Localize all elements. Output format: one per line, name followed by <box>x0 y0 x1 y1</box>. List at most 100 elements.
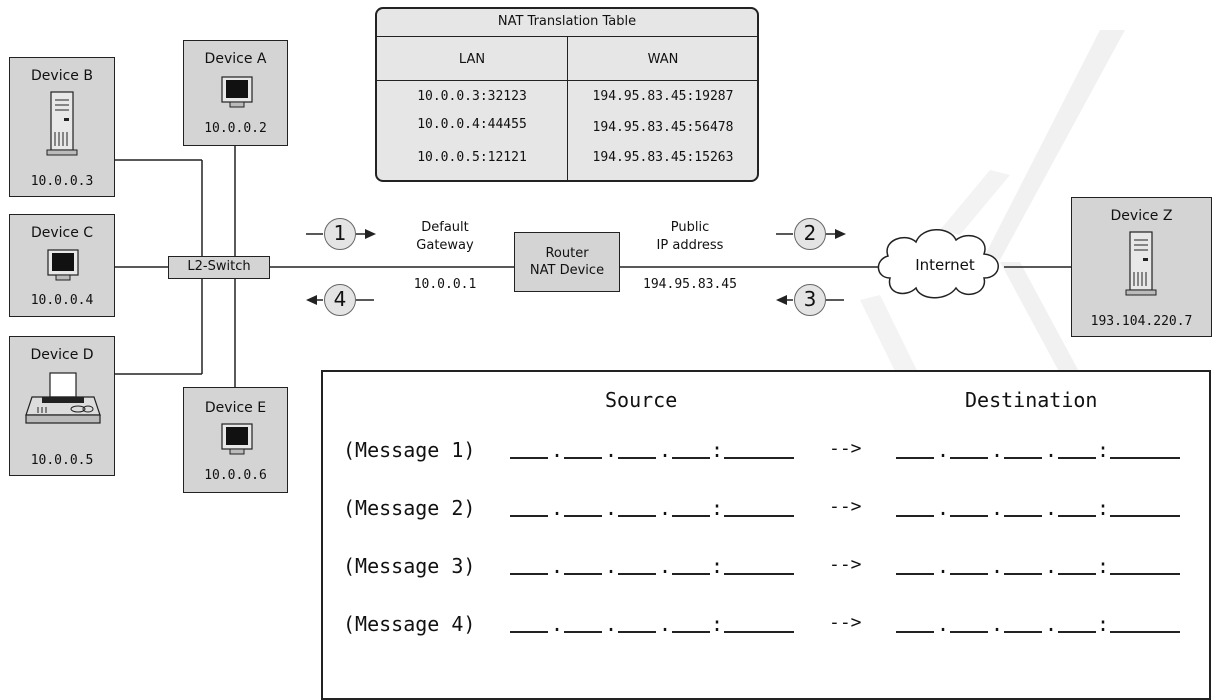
server-icon <box>46 91 78 156</box>
printer-icon <box>25 372 101 424</box>
step-4-badge: 4 <box>324 284 356 316</box>
nat-cell-lan: 10.0.0.3:32123 <box>417 89 527 104</box>
source-octet-4-blank[interactable] <box>672 573 710 575</box>
source-header: Source <box>605 388 678 412</box>
nat-header-lan: LAN <box>458 52 486 67</box>
dot-separator: . <box>659 438 672 462</box>
arrow-text: --> <box>829 612 862 633</box>
source-octet-1-blank[interactable] <box>510 515 548 517</box>
device-b: Device B 10.0.0.3 <box>9 57 115 197</box>
colon-separator: : <box>1097 612 1110 636</box>
source-port-blank[interactable] <box>724 515 794 517</box>
dot-separator: . <box>605 612 618 636</box>
source-octet-3-blank[interactable] <box>618 515 656 517</box>
source-octet-2-blank[interactable] <box>564 573 602 575</box>
router-label-2: NAT Device <box>529 263 605 278</box>
source-port-blank[interactable] <box>724 631 794 633</box>
device-c: Device C 10.0.0.4 <box>9 214 115 317</box>
colon-separator: : <box>711 438 724 462</box>
colon-separator: : <box>1097 496 1110 520</box>
device-e-ip: 10.0.0.6 <box>204 468 267 483</box>
destination-port-blank[interactable] <box>1110 515 1180 517</box>
dot-separator: . <box>1045 496 1058 520</box>
dot-separator: . <box>937 438 950 462</box>
destination-port-blank[interactable] <box>1110 631 1180 633</box>
step-3-badge: 3 <box>794 284 826 316</box>
destination-octet-1-blank[interactable] <box>896 573 934 575</box>
colon-separator: : <box>1097 554 1110 578</box>
dot-separator: . <box>659 496 672 520</box>
public-label-1: Public <box>670 220 710 235</box>
destination-octet-1-blank[interactable] <box>896 457 934 459</box>
destination-port-blank[interactable] <box>1110 457 1180 459</box>
dot-separator: . <box>1045 438 1058 462</box>
source-octet-1-blank[interactable] <box>510 631 548 633</box>
destination-octet-3-blank[interactable] <box>1004 573 1042 575</box>
destination-octet-2-blank[interactable] <box>950 457 988 459</box>
step-1-badge: 1 <box>324 218 356 250</box>
destination-octet-2-blank[interactable] <box>950 573 988 575</box>
device-d: Device D 10.0.0.5 <box>9 336 115 476</box>
source-octet-3-blank[interactable] <box>618 457 656 459</box>
destination-octet-4-blank[interactable] <box>1058 515 1096 517</box>
source-octet-4-blank[interactable] <box>672 515 710 517</box>
dot-separator: . <box>991 612 1004 636</box>
destination-octet-3-blank[interactable] <box>1004 515 1042 517</box>
device-a-ip: 10.0.0.2 <box>204 121 267 136</box>
nat-cell-wan: 194.95.83.45:56478 <box>592 120 734 135</box>
destination-octet-2-blank[interactable] <box>950 631 988 633</box>
source-octet-3-blank[interactable] <box>618 573 656 575</box>
source-octet-2-blank[interactable] <box>564 631 602 633</box>
source-octet-1-blank[interactable] <box>510 457 548 459</box>
destination-octet-3-blank[interactable] <box>1004 457 1042 459</box>
nat-cell-lan: 10.0.0.4:44455 <box>417 117 527 132</box>
nat-translation-table: NAT Translation Table LAN WAN 10.0.0.3:3… <box>375 7 759 182</box>
nat-cell-wan: 194.95.83.45:15263 <box>592 150 734 165</box>
dot-separator: . <box>991 554 1004 578</box>
destination-octet-3-blank[interactable] <box>1004 631 1042 633</box>
dot-separator: . <box>937 612 950 636</box>
source-octet-4-blank[interactable] <box>672 457 710 459</box>
destination-octet-4-blank[interactable] <box>1058 631 1096 633</box>
source-port-blank[interactable] <box>724 573 794 575</box>
switch-label: L2-Switch <box>187 259 251 274</box>
source-octet-2-blank[interactable] <box>564 515 602 517</box>
destination-octet-1-blank[interactable] <box>896 515 934 517</box>
source-octet-4-blank[interactable] <box>672 631 710 633</box>
message-label: (Message 4) <box>343 612 476 636</box>
nat-table-title: NAT Translation Table <box>497 14 637 29</box>
nat-cell-lan: 10.0.0.5:12121 <box>417 150 527 165</box>
destination-port-blank[interactable] <box>1110 573 1180 575</box>
device-b-name: Device B <box>31 68 93 84</box>
device-d-ip: 10.0.0.5 <box>30 453 94 468</box>
destination-octet-4-blank[interactable] <box>1058 573 1096 575</box>
destination-octet-1-blank[interactable] <box>896 631 934 633</box>
message-label: (Message 2) <box>343 496 476 520</box>
dot-separator: . <box>605 554 618 578</box>
dot-separator: . <box>991 438 1004 462</box>
server-icon <box>1125 231 1157 296</box>
destination-octet-2-blank[interactable] <box>950 515 988 517</box>
device-z-ip: 193.104.220.7 <box>1090 314 1193 329</box>
source-octet-1-blank[interactable] <box>510 573 548 575</box>
step-2-badge: 2 <box>794 218 826 250</box>
public-ip: 194.95.83.45 <box>643 277 737 292</box>
nat-header-wan: WAN <box>647 52 679 67</box>
source-port-blank[interactable] <box>724 457 794 459</box>
destination-octet-4-blank[interactable] <box>1058 457 1096 459</box>
source-octet-2-blank[interactable] <box>564 457 602 459</box>
router-label-1: Router <box>545 246 589 261</box>
arrow-text: --> <box>829 438 862 459</box>
dot-separator: . <box>1045 612 1058 636</box>
device-d-name: Device D <box>30 347 94 363</box>
monitor-icon <box>221 76 253 108</box>
message-label: (Message 1) <box>343 438 476 462</box>
dot-separator: . <box>1045 554 1058 578</box>
device-e-name: Device E <box>204 400 267 416</box>
source-octet-3-blank[interactable] <box>618 631 656 633</box>
internet-label: Internet <box>915 256 975 274</box>
device-c-name: Device C <box>30 225 94 241</box>
gateway-label-1: Default <box>421 220 469 235</box>
nat-cell-wan: 194.95.83.45:19287 <box>592 89 734 104</box>
public-label-2: IP address <box>656 238 724 253</box>
